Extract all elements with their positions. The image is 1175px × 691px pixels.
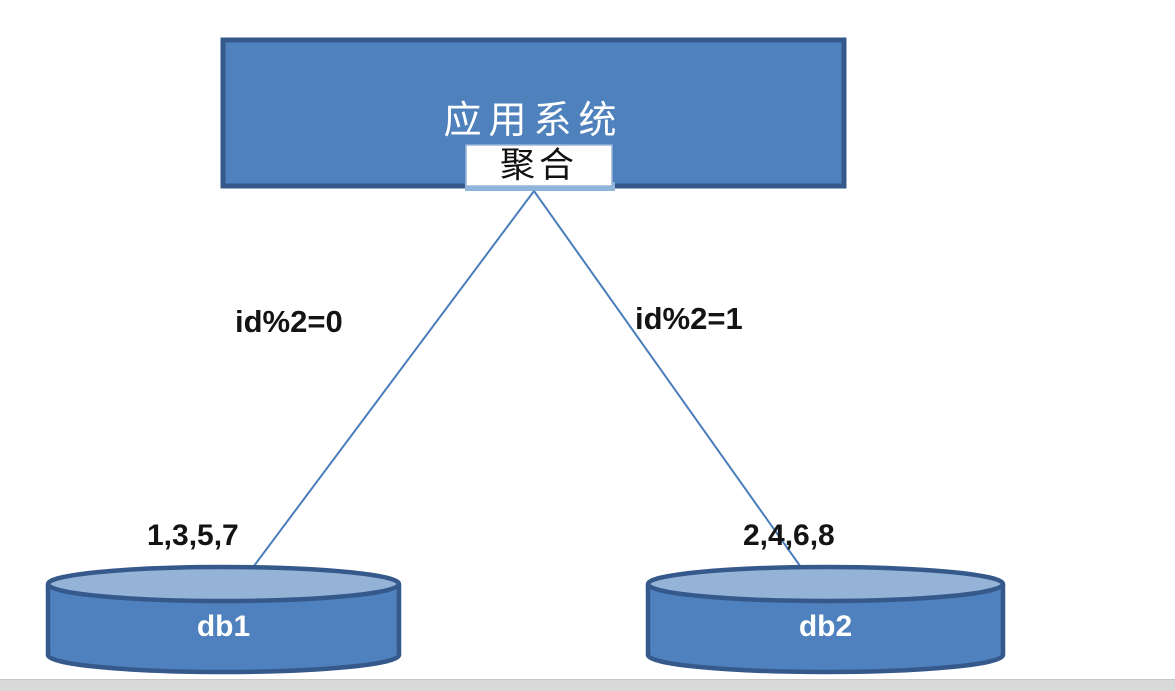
db2-cylinder-body bbox=[645, 584, 1006, 675]
connector-arrow-db1 bbox=[235, 190, 535, 591]
db2-cylinder-top bbox=[645, 564, 1006, 604]
db2-label: db2 bbox=[798, 610, 853, 643]
aggregator-box bbox=[465, 144, 613, 187]
shard-ids-db2: 2,4,6,8 bbox=[743, 519, 835, 552]
db1-cylinder bbox=[45, 564, 402, 675]
db1-cylinder-top bbox=[45, 564, 402, 604]
aggregator-label: 聚合 bbox=[499, 146, 578, 185]
route-condition-db2: id%2=1 bbox=[635, 301, 743, 336]
shard-ids-db1: 1,3,5,7 bbox=[147, 519, 239, 552]
application-system-label: 应用系统 bbox=[443, 100, 624, 142]
db1-label: db1 bbox=[196, 610, 251, 643]
horizontal-scrollbar-track[interactable] bbox=[0, 679, 1175, 691]
route-condition-db1: id%2=0 bbox=[235, 304, 343, 339]
db2-cylinder bbox=[645, 564, 1006, 675]
db1-cylinder-body bbox=[45, 584, 402, 675]
connector-arrow-db2 bbox=[533, 190, 816, 588]
